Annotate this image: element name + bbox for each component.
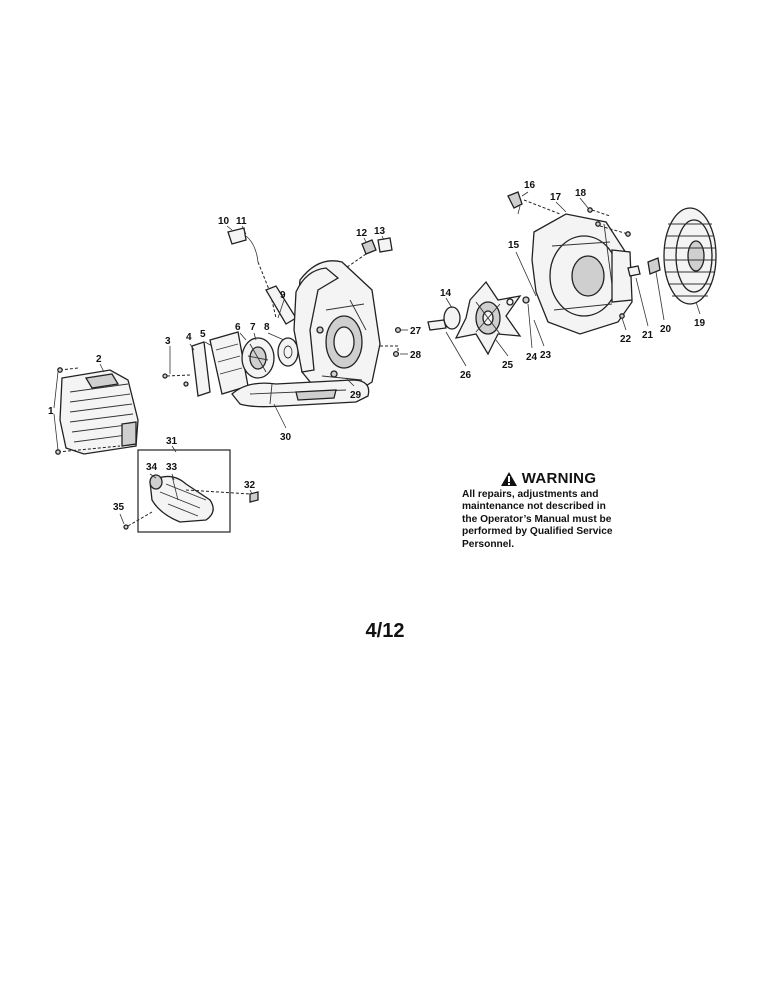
callout-23: 23 [540,350,552,361]
warning-body: All repairs, adjustments and maintenance… [462,489,634,551]
warning-triangle-icon [500,471,517,486]
callout-20: 20 [660,324,672,335]
callout-8: 8 [264,322,270,333]
callout-17: 17 [550,192,562,203]
callout-9: 9 [280,290,286,301]
warning-title: WARNING [521,470,597,487]
cover-screws [53,367,121,455]
callout-10: 10 [218,216,230,227]
engine-housing [293,260,381,397]
intake-grill [663,207,717,305]
callout-22: 22 [620,334,632,345]
callout-6: 6 [235,322,241,333]
warning-line: the Operator’s Manual must be [462,513,612,525]
callout-35: 35 [113,502,125,513]
stop-switch [507,191,631,237]
carburetor-group [162,331,299,397]
callout-5: 5 [200,329,206,340]
callout-28: 28 [410,350,422,361]
callout-13: 13 [374,226,386,237]
housing-screws [380,326,408,358]
callout-34: 34 [146,462,158,473]
warning-heading: WARNING [462,470,634,487]
callout-30: 30 [280,432,292,443]
warning-line: Personnel. [462,538,515,550]
callout-11: 11 [236,216,247,227]
callout-3: 3 [165,336,171,347]
throttle-assembly-inset [123,449,259,533]
throttle-cable [227,227,297,325]
callout-7: 7 [250,322,256,333]
callout-4: 4 [186,332,192,343]
callout-1: 1 [48,406,54,417]
warning-line: maintenance not described in [462,501,606,513]
spring-clips [339,237,393,273]
callout-33: 33 [166,462,178,473]
callout-15: 15 [508,240,520,251]
callout-16: 16 [524,180,536,191]
leader-lines [99,191,701,525]
callout-2: 2 [96,354,102,365]
warning-line: performed by Qualified Service [462,526,613,538]
callout-29: 29 [350,390,362,401]
callout-18: 18 [575,188,587,199]
callout-31: 31 [166,436,178,447]
handle-base [231,379,370,408]
callout-labels: 1 2 3 4 5 6 7 8 9 10 11 12 13 14 15 16 1… [48,180,706,513]
callout-12: 12 [356,228,368,239]
callout-26: 26 [460,370,472,381]
callout-25: 25 [502,360,514,371]
callout-32: 32 [244,480,256,491]
impeller-fan [427,280,522,356]
warning-notice: WARNING All repairs, adjustments and mai… [462,470,634,551]
washer-nut [506,296,530,306]
air-filter-cover [59,369,139,455]
warning-line: All repairs, adjustments and [462,489,599,500]
callout-19: 19 [694,318,706,329]
callout-24: 24 [526,352,538,363]
blower-housing [531,213,633,335]
callout-27: 27 [410,326,422,337]
grill-clips [619,257,661,319]
callout-21: 21 [642,330,654,341]
callout-14: 14 [440,288,452,299]
page-number: 4/12 [365,620,405,642]
